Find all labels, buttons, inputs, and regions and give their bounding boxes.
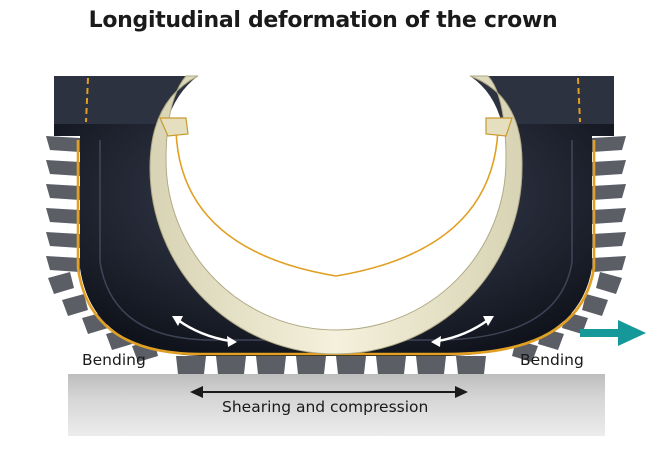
sidewall-left xyxy=(54,76,198,124)
tread-block-contact xyxy=(296,356,326,374)
ply-dashed-right xyxy=(577,77,581,123)
tread-block-left xyxy=(46,184,80,200)
tread-block-right xyxy=(592,160,626,176)
ply-line xyxy=(76,140,596,356)
ply-dashed-left xyxy=(85,77,89,123)
tread-block-contact xyxy=(176,356,206,374)
tread-block-contact xyxy=(216,356,246,374)
rim-edge xyxy=(175,129,499,277)
tread-block-left xyxy=(46,160,80,176)
tread-block-right xyxy=(592,256,626,272)
tread-block-contact xyxy=(456,356,486,374)
tread-block-corner-left xyxy=(48,272,74,294)
diagram-title: Longitudinal deformation of the crown xyxy=(88,8,558,33)
tread-block-right xyxy=(592,136,626,152)
rim xyxy=(149,75,523,355)
tread-block-left xyxy=(46,136,80,152)
bending-arrow-right xyxy=(431,316,494,347)
label-bending-left: Bending xyxy=(82,351,146,369)
tread-block-corner-right xyxy=(596,272,622,294)
bead-right xyxy=(485,117,513,137)
tread-block-left xyxy=(46,232,80,248)
shearing-arrow xyxy=(190,386,468,398)
label-shearing: Shearing and compression xyxy=(222,398,429,416)
motion-arrow-icon xyxy=(580,320,646,346)
ground xyxy=(68,374,605,436)
tread-block-contact xyxy=(256,356,286,374)
tread-block-contact xyxy=(376,356,406,374)
label-bending-right: Bending xyxy=(520,351,584,369)
tread-block-right xyxy=(592,208,626,224)
tread-block-left xyxy=(46,256,80,272)
tread-block-contact xyxy=(416,356,446,374)
tread-block-right xyxy=(592,184,626,200)
tread-block-right xyxy=(592,232,626,248)
tread-block-contact xyxy=(336,356,366,374)
tread-block-left xyxy=(46,208,80,224)
bead-left xyxy=(159,117,189,137)
tread-block-corner-left xyxy=(62,294,88,316)
tread-block-corner-right xyxy=(582,294,608,316)
tread-blocks xyxy=(46,136,626,374)
bending-arrow-left xyxy=(172,316,237,347)
